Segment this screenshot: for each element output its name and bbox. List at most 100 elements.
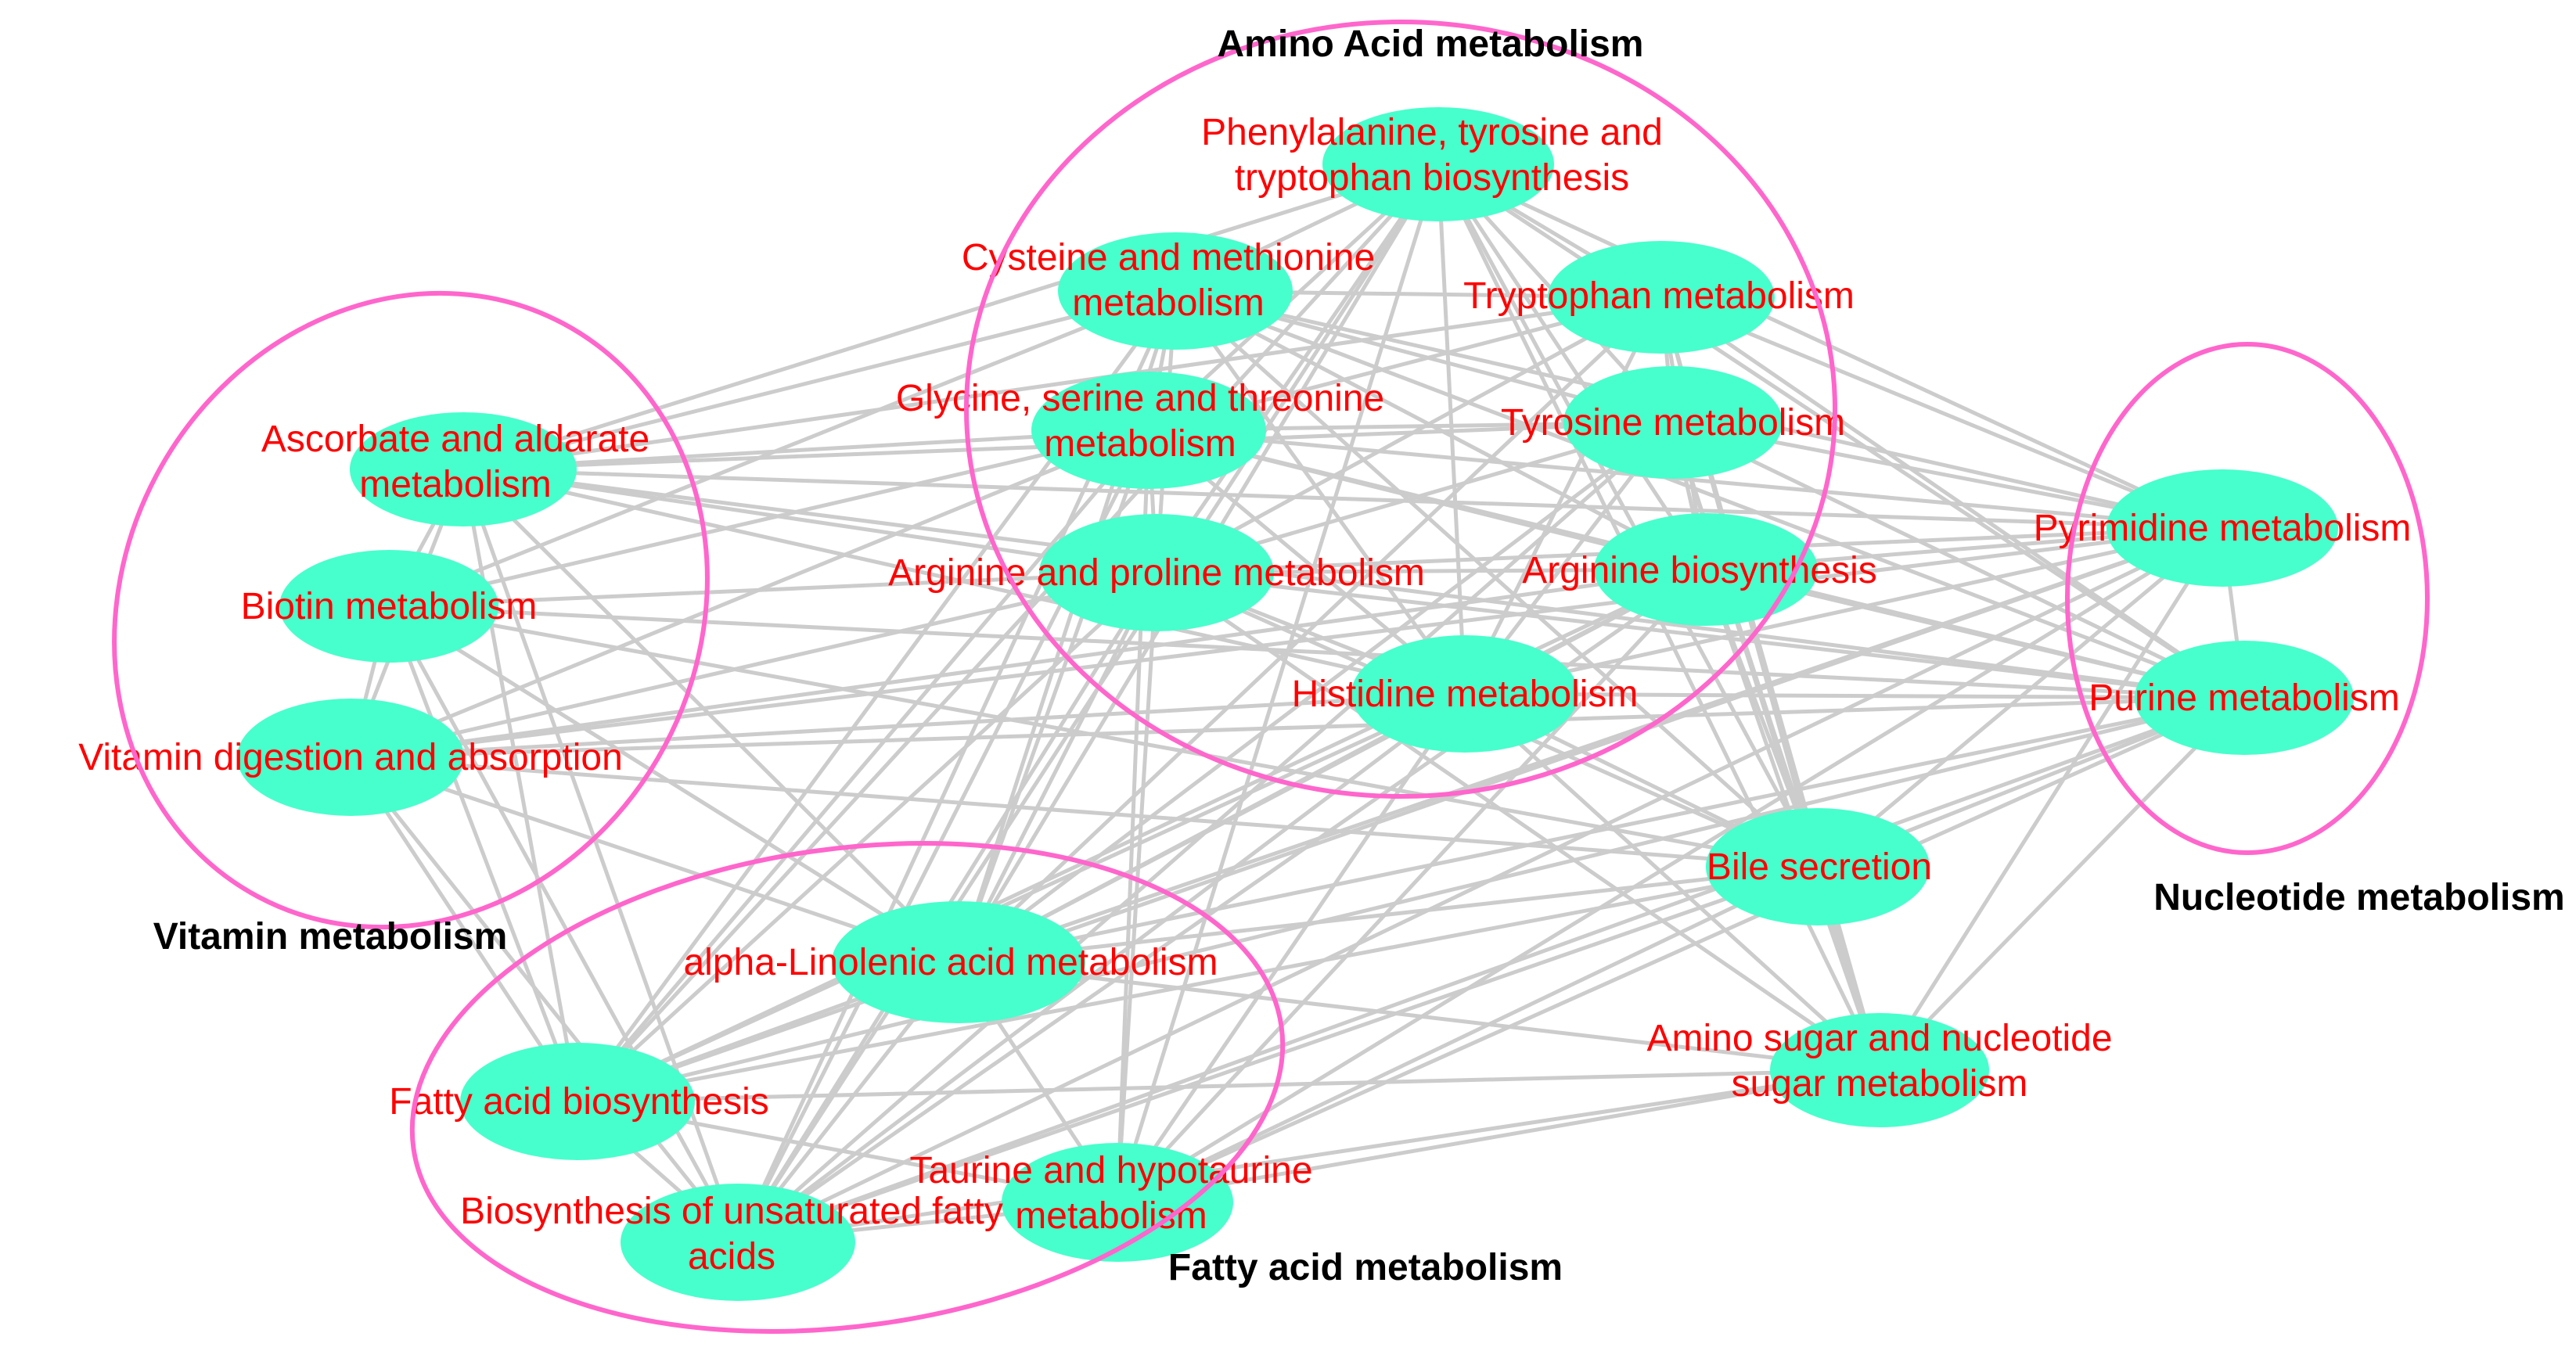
edge-asc-fab — [461, 469, 580, 1102]
edge-pur-tau — [1116, 695, 2246, 1205]
node-ellipse[interactable] — [1563, 366, 1783, 479]
edge-his-fab — [576, 692, 1466, 1104]
node-ellipse[interactable] — [1058, 232, 1293, 350]
node-ellipse[interactable] — [1002, 1143, 1233, 1262]
edge-cys-bio — [388, 289, 1176, 609]
group-rings-layer — [112, 20, 2430, 1334]
node-ellipse[interactable] — [832, 901, 1085, 1023]
group-ring-nucleotide — [2065, 342, 2430, 855]
edge-bio-alin — [387, 604, 960, 965]
edge-amsug-bus — [737, 1068, 1880, 1245]
node-his[interactable]: Histidine metabolism — [1292, 635, 1639, 753]
edge-argpro-fab — [576, 571, 1158, 1103]
edge-his-vit — [350, 692, 1466, 760]
node-label: metabolism — [1072, 282, 1264, 324]
group-label-vitamin: Vitamin metabolism — [153, 916, 508, 958]
node-bile[interactable]: Bile secretion — [1706, 808, 1932, 925]
node-ellipse[interactable] — [460, 1043, 695, 1160]
edge-pyr-tau — [1116, 526, 2224, 1205]
node-vit[interactable]: Vitamin digestion and absorption — [78, 699, 623, 816]
node-ellipse[interactable] — [2106, 469, 2338, 587]
node-ellipse[interactable] — [1770, 1013, 1989, 1127]
node-label: Pyrimidine metabolism — [2034, 508, 2412, 549]
edge-amsug-fab — [577, 1068, 1880, 1104]
group-ring-vitamin — [112, 290, 710, 930]
edge-asc-alin — [462, 468, 960, 964]
edge-amsug-alin — [958, 960, 1880, 1073]
edge-phe-bile — [1436, 163, 1820, 868]
edge-phe-argpro — [1154, 163, 1441, 574]
node-label: Bile secretion — [1707, 846, 1932, 888]
edge-bio-pur — [388, 604, 2245, 700]
node-label: alpha-Linolenic acid metabolism — [683, 942, 1218, 983]
node-ellipse[interactable] — [1351, 635, 1578, 753]
node-fab[interactable]: Fatty acid biosynthesis — [389, 1043, 769, 1160]
edge-bile-bus — [737, 864, 1819, 1245]
edge-vit-bile — [350, 755, 1819, 869]
edge-trp-pur — [1660, 295, 2246, 700]
node-label: Amino sugar and nucleotide — [1646, 1018, 2112, 1059]
node-argpro[interactable]: Arginine and proline metabolism — [888, 514, 1425, 631]
node-label: Tyrosine metabolism — [1501, 402, 1845, 444]
edge-bio-bus — [387, 605, 740, 1244]
edge-argbio-tau — [1116, 568, 1707, 1204]
node-pur[interactable]: Purine metabolism — [2089, 641, 2400, 755]
node-label: Arginine biosynthesis — [1522, 550, 1877, 591]
edge-asc-pyr — [462, 467, 2223, 530]
edge-gly-vit — [350, 428, 1149, 760]
node-label: Arginine and proline metabolism — [888, 552, 1425, 594]
edge-pur-alin — [958, 695, 2245, 965]
edge-vit-fab — [348, 756, 580, 1103]
edge-cys-pur — [1175, 289, 2245, 700]
edge-bio-fab — [387, 605, 580, 1102]
edge-amsug-tau — [1117, 1068, 1880, 1205]
node-ellipse[interactable] — [1031, 372, 1266, 489]
node-trp[interactable]: Tryptophan metabolism — [1463, 241, 1855, 354]
node-pyr[interactable]: Pyrimidine metabolism — [2034, 469, 2412, 587]
node-argbio[interactable]: Arginine biosynthesis — [1522, 513, 1877, 626]
group-label-fatty: Fatty acid metabolism — [1168, 1247, 1563, 1288]
edge-pyr-amsug — [1877, 526, 2225, 1072]
edge-pyr-bus — [736, 526, 2224, 1245]
node-label: acids — [688, 1236, 775, 1277]
group-ring-fatty — [409, 841, 1286, 1334]
edge-argpro-asc — [462, 467, 1157, 575]
node-label: Biosynthesis of unsaturated fatty — [460, 1191, 1003, 1232]
node-ellipse[interactable] — [279, 550, 498, 663]
node-tyr[interactable]: Tyrosine metabolism — [1501, 366, 1845, 479]
edge-pyr-bile — [1816, 526, 2224, 868]
node-ellipse[interactable] — [1322, 107, 1554, 221]
node-label: Purine metabolism — [2089, 677, 2400, 719]
edge-his-bus — [736, 692, 1466, 1244]
node-ellipse[interactable] — [1548, 241, 1775, 354]
node-label: Taurine and hypotaurine — [909, 1150, 1312, 1191]
edge-vit-bus — [349, 756, 739, 1244]
edge-argpro-alin — [956, 571, 1159, 964]
edge-bile-alin — [958, 864, 1819, 965]
node-alin[interactable]: alpha-Linolenic acid metabolism — [683, 901, 1218, 1023]
node-bio[interactable]: Biotin metabolism — [241, 550, 538, 663]
node-ellipse[interactable] — [1039, 514, 1274, 631]
node-label: Biotin metabolism — [241, 586, 538, 627]
node-ellipse[interactable] — [2135, 641, 2354, 755]
node-ellipse[interactable] — [237, 699, 464, 816]
edge-trp-pyr — [1660, 295, 2223, 530]
edge-gly-bio — [388, 428, 1149, 609]
node-ellipse[interactable] — [621, 1184, 855, 1301]
node-ellipse[interactable] — [1706, 808, 1930, 925]
node-ellipse[interactable] — [350, 412, 577, 526]
group-label-nucleotide: Nucleotide metabolism — [2153, 877, 2564, 918]
node-label: Histidine metabolism — [1292, 674, 1639, 715]
node-label: tryptophan biosynthesis — [1235, 157, 1629, 199]
node-ellipse[interactable] — [1594, 513, 1818, 626]
